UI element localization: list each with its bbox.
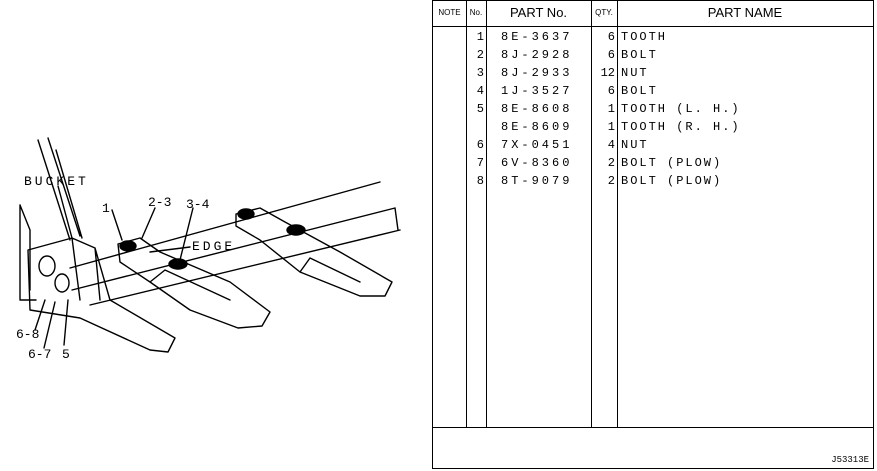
row-part-name: TOOTH (R. H.) <box>621 120 741 134</box>
header-no: No. <box>469 8 483 17</box>
row-qty: 6 <box>607 48 615 62</box>
bucket-arm <box>37 137 83 241</box>
tooth-1-bolt-2 <box>168 258 188 270</box>
row-part-no: 8J-2933 <box>501 66 573 80</box>
row-part-no: 8J-2928 <box>501 48 573 62</box>
row-part-name: BOLT <box>621 84 658 98</box>
footer-separator <box>433 427 873 428</box>
row-part-no: 7X-0451 <box>501 138 573 152</box>
tooth-2 <box>235 207 393 297</box>
table-row: 8E-8609 1 TOOTH (R. H.) <box>433 118 873 136</box>
row-no: 1 <box>476 30 484 44</box>
col-divider-qty <box>617 1 618 427</box>
row-part-no: 8E-3637 <box>501 30 573 44</box>
table-row: 6 7X-0451 4 NUT <box>433 136 873 154</box>
row-no: 5 <box>476 102 484 116</box>
col-divider-no <box>486 1 487 427</box>
row-part-name: BOLT (PLOW) <box>621 174 723 188</box>
row-part-no: 6V-8360 <box>501 156 573 170</box>
row-qty: 2 <box>607 156 615 170</box>
table-row: 2 8J-2928 6 BOLT <box>433 46 873 64</box>
header-separator <box>433 26 873 27</box>
row-part-name: NUT <box>621 138 649 152</box>
row-no: 2 <box>476 48 484 62</box>
table-row: 1 8E-3637 6 TOOTH <box>433 28 873 46</box>
col-divider-partno <box>591 1 592 427</box>
callout-1: 1 <box>102 201 110 216</box>
tooth-1-bolt <box>119 240 137 252</box>
header-part-name: PART NAME <box>707 5 783 20</box>
row-qty: 6 <box>607 30 615 44</box>
bucket-teeth-diagram: BUCKET EDGE 1 2-3 3-4 6-8 6-7 5 <box>16 137 401 362</box>
header-qty: QTY. <box>595 8 613 17</box>
row-part-name: NUT <box>621 66 649 80</box>
table-row: 7 6V-8360 2 BOLT (PLOW) <box>433 154 873 172</box>
tooth-2-bolt-2 <box>286 224 306 236</box>
cutting-edge-plate <box>69 181 401 306</box>
tooth-2-bolt <box>237 208 255 220</box>
row-part-no: 8T-9079 <box>501 174 573 188</box>
row-no <box>468 118 484 136</box>
callout-2-3: 2-3 <box>148 195 171 210</box>
row-no: 8 <box>476 174 484 188</box>
row-part-name: BOLT (PLOW) <box>621 156 723 170</box>
table-row: 5 8E-8608 1 TOOTH (L. H.) <box>433 100 873 118</box>
header-part-no: PART No. <box>509 5 568 20</box>
row-no: 6 <box>476 138 484 152</box>
bucket-side <box>19 204 37 301</box>
col-divider-note <box>466 1 467 427</box>
parts-table: NOTE No. PART No. QTY. PART NAME 1 8E-36… <box>432 0 874 469</box>
row-part-name: TOOTH <box>621 30 668 44</box>
callout-6-7: 6-7 <box>28 347 51 362</box>
table-row: 3 8J-2933 12 NUT <box>433 64 873 82</box>
row-no: 4 <box>476 84 484 98</box>
row-qty: 2 <box>607 174 615 188</box>
tooth-1 <box>117 237 271 329</box>
end-bit-hole-2 <box>54 273 70 293</box>
header-note: NOTE <box>438 8 461 17</box>
row-part-name: TOOTH (L. H.) <box>621 102 741 116</box>
row-no: 7 <box>476 156 484 170</box>
callout-5: 5 <box>62 347 70 362</box>
row-qty: 6 <box>607 84 615 98</box>
row-qty: 1 <box>607 102 615 116</box>
row-qty: 12 <box>600 66 615 80</box>
label-edge: EDGE <box>192 239 235 254</box>
row-part-no: 8E-8609 <box>501 120 573 134</box>
leader-lines <box>34 185 194 349</box>
row-part-no: 8E-8608 <box>501 102 573 116</box>
row-part-no: 1J-3527 <box>501 84 573 98</box>
row-qty: 1 <box>607 120 615 134</box>
end-bit <box>27 237 176 353</box>
table-row: 4 1J-3527 6 BOLT <box>433 82 873 100</box>
label-bucket: BUCKET <box>24 174 89 189</box>
table-row: 8 8T-9079 2 BOLT (PLOW) <box>433 172 873 190</box>
row-no: 3 <box>476 66 484 80</box>
end-bit-hole-1 <box>38 255 56 277</box>
row-part-name: BOLT <box>621 48 658 62</box>
callout-6-8: 6-8 <box>16 327 39 342</box>
drawing-code: J53313E <box>831 455 869 465</box>
row-qty: 4 <box>607 138 615 152</box>
callout-3-4: 3-4 <box>186 197 210 212</box>
